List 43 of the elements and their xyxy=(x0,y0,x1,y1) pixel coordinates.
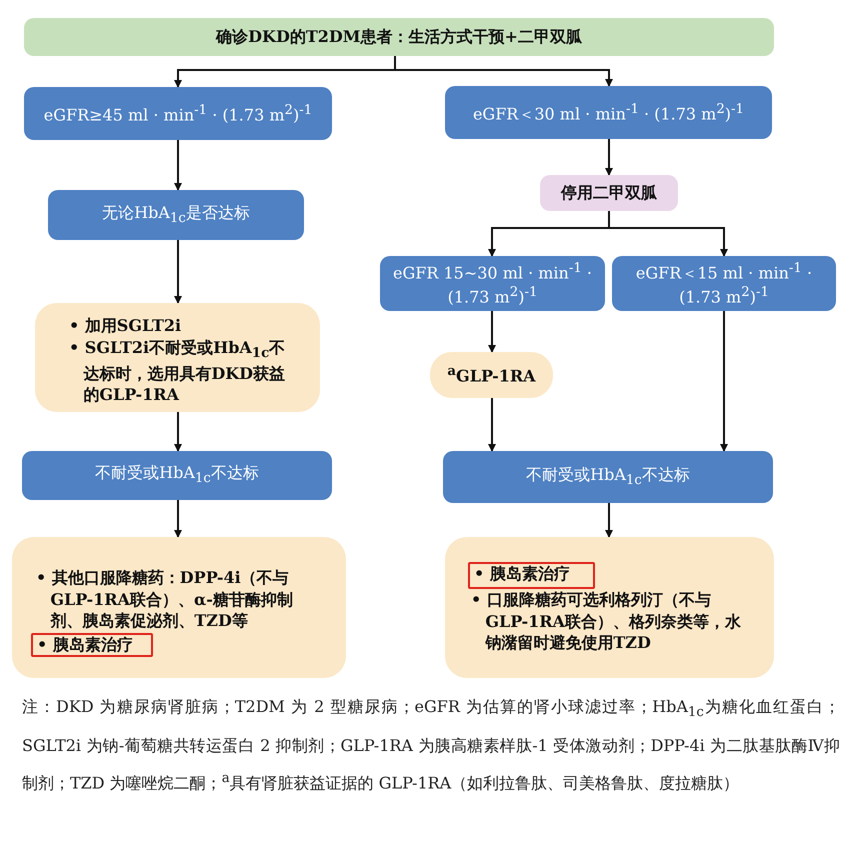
footnote-text: 注：DKD 为糖尿病肾脏病；T2DM 为 2 型糖尿病；eGFR 为估算的肾小球滤过率；HbA$_{1c}$为糖化血红蛋白；SGLT2i 为钠-葡萄糖共转运蛋白 2 抑制剂；GLP-1RA 为胰高糖素样肽-1 受体激动剂；DPP-4i 为二肽基肽酶Ⅳ抑制剂；TZD 为噻唑烷二酮；$^{a}$具有肾脏获益证据的 GLP-1RA（如利拉鲁肽、司美格鲁肽、度拉糖肽） xyxy=(22,696,840,795)
box-text: eGFR＜30 ml · min$^{-1}$ · (1.73 m$^{2}$)$^{-1}$ xyxy=(472,100,744,124)
treatment-box xyxy=(35,303,320,412)
process-box xyxy=(443,451,773,503)
arrow xyxy=(174,240,182,304)
process-box xyxy=(445,86,772,139)
arrow xyxy=(174,412,182,452)
highlight-box xyxy=(468,562,595,589)
bullet-item: • 胰岛素治疗 xyxy=(474,564,571,584)
box-text: eGFR＜15 ml · min$^{-1}$ · (1.73 m$^{2}$)$^{-1}$ xyxy=(634,260,814,308)
bullet-item: • 其他口服降糖药：DPP-4i（不与GLP-1RA联合）、α-糖苷酶抑制剂、胰岛素促泌剂、TZD等 xyxy=(36,567,294,632)
arrow xyxy=(174,500,182,538)
arrow xyxy=(605,503,613,538)
box-text: $^{a}$GLP-1RA xyxy=(447,363,536,387)
treatment-box xyxy=(12,537,346,678)
bullet-item: • 胰岛素治疗 xyxy=(37,635,134,655)
process-box xyxy=(24,87,332,140)
arrow xyxy=(174,140,182,191)
process-box xyxy=(48,190,304,240)
box-text: 确诊DKD的T2DM患者：生活方式干预+二甲双胍 xyxy=(216,26,582,48)
process-box xyxy=(380,256,605,311)
treatment-box xyxy=(430,352,553,398)
start-box xyxy=(24,18,774,56)
arrow xyxy=(608,211,728,257)
box-text: 不耐受或HbA$_{1c}$不达标 xyxy=(95,462,259,489)
bullet-item: • 加用SGLT2i xyxy=(69,315,182,337)
treatment-box xyxy=(445,537,774,678)
highlight-box xyxy=(31,633,153,657)
arrow xyxy=(394,56,613,87)
box-text: 停用二甲双胍 xyxy=(561,182,657,204)
process-box xyxy=(22,451,332,500)
bullet-item: • 口服降糖药可选利格列汀（不与GLP-1RA联合）、格列奈类等，水钠潴留时避免使用TZD xyxy=(471,589,742,654)
arrow xyxy=(488,311,496,353)
box-text: 不耐受或HbA$_{1c}$不达标 xyxy=(526,464,690,490)
bullet-item: • SGLT2i不耐受或HbA$_{1c}$不达标时，选用具有DKD获益的GLP-1RA xyxy=(69,336,286,406)
arrow xyxy=(720,311,728,452)
process-box xyxy=(540,175,678,211)
arrow xyxy=(605,139,613,176)
process-box xyxy=(612,256,836,311)
box-text: eGFR 15~30 ml · min$^{-1}$ · (1.73 m$^{2}$)$^{-1}$ xyxy=(392,260,592,308)
arrow xyxy=(488,398,496,452)
box-text: 无论HbA$_{1c}$是否达标 xyxy=(102,202,250,228)
box-text: eGFR≥45 ml · min$^{-1}$ · (1.73 m$^{2}$)$^{-1}$ xyxy=(44,102,312,126)
